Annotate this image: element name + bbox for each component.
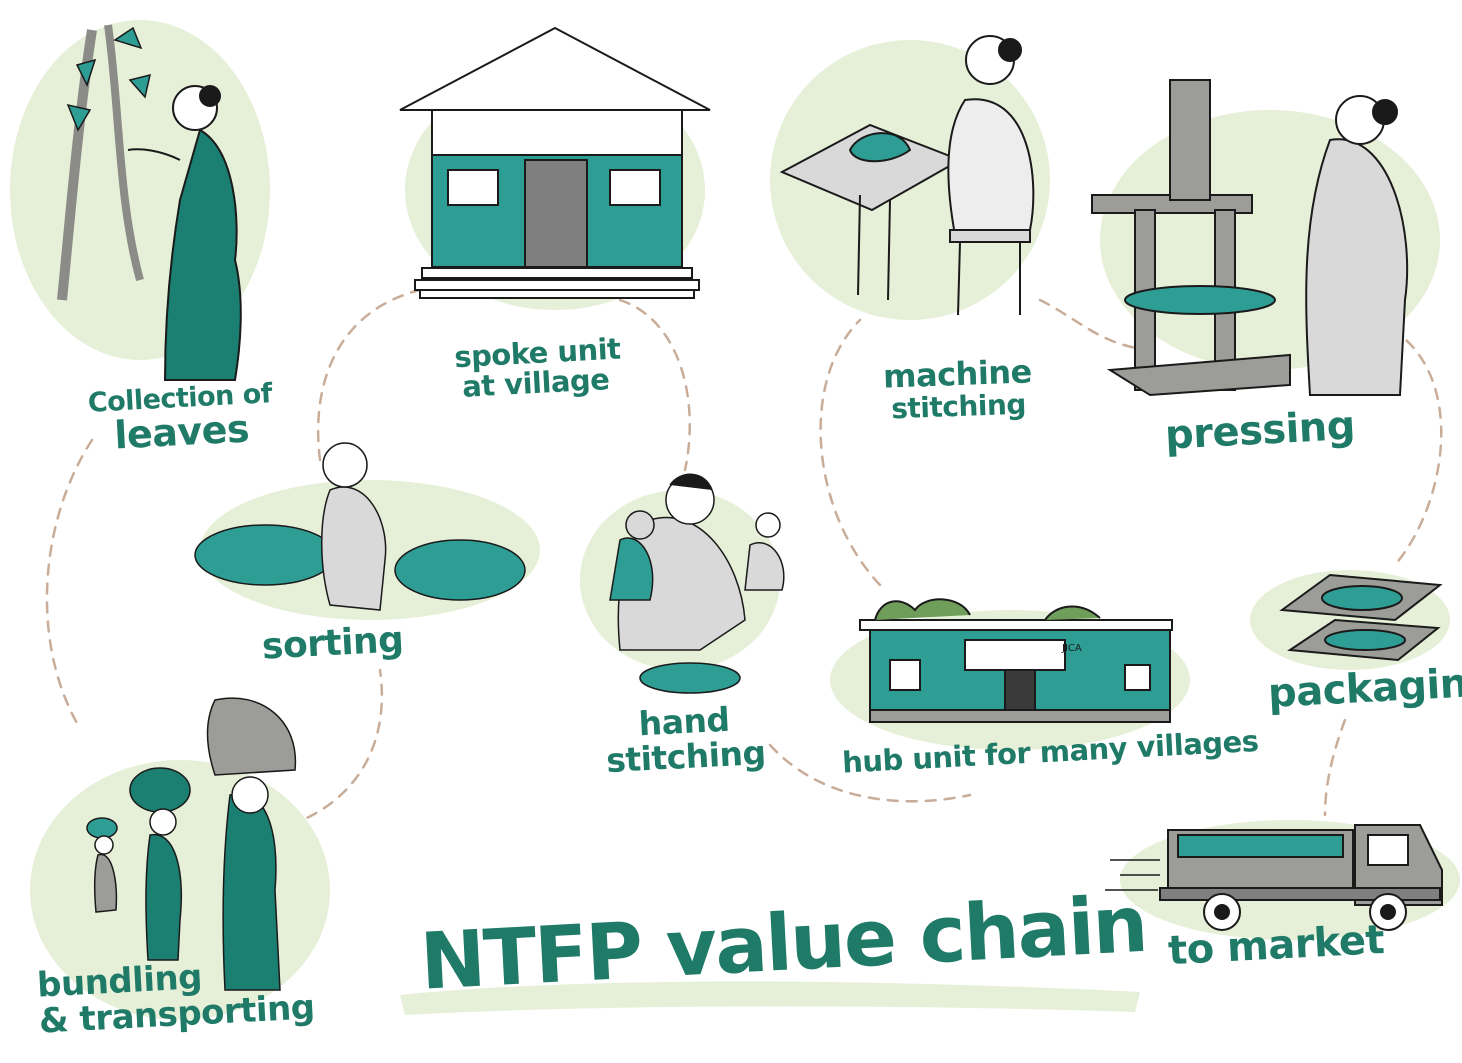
collection-of-leaves-label: Collection of leaves [84,378,277,458]
plate-boxes-icon [1279,573,1443,662]
spoke-unit-label: spoke unit at village [453,332,621,405]
dashed-path-connectors [45,288,1443,827]
machine-label-line2: stitching [890,387,1027,425]
bundling-transporting-label: bundling & transporting [36,955,315,1041]
woman-picking-leaves-icon [57,24,242,381]
path-hand-to-hub [768,743,972,803]
women-hand-stitching-icon [609,473,785,694]
path-machine-to-pressing [1038,298,1152,352]
hub-building-icon [859,598,1173,723]
path-bundling-to-sorting [288,668,384,827]
machine-stitching-label: machine stitching [877,352,1039,425]
delivery-truck-icon [1105,824,1443,931]
woman-sorting-leaves-icon [194,442,526,611]
women-carrying-bundles-icon [86,697,297,991]
hub-sign-text: JICA [1062,643,1082,654]
hand-stitching-label: hand stitching [603,700,767,780]
packaging-label: packaging [1266,659,1462,717]
pressing-label: pressing [1163,402,1357,459]
village-house-icon [399,26,711,299]
woman-at-sewing-machine-icon [779,35,1035,316]
path-pressing-to-packaging [1373,318,1443,567]
to-market-label: to market [1166,916,1386,975]
woman-at-press-icon [1091,79,1409,397]
hand-label-line2: stitching [605,732,767,780]
path-collection-to-bundling [45,438,94,727]
path-packaging-to-market [1323,718,1347,817]
sorting-label: sorting [261,619,405,668]
path-sorting-to-spoke [316,288,422,462]
path-hub-to-machine [819,318,882,587]
path-spoke-to-hand [618,298,692,472]
